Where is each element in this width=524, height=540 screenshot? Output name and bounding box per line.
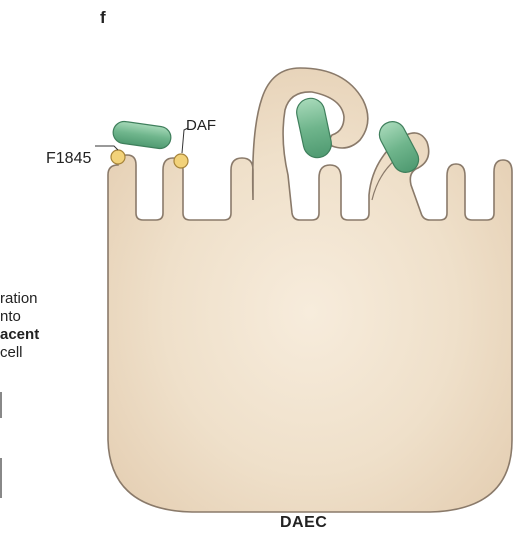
leader-line-f1845 bbox=[95, 146, 118, 150]
edge-mark-2 bbox=[0, 458, 2, 498]
side-text-line-4: cell bbox=[0, 344, 23, 362]
side-text-line-1: ration bbox=[0, 290, 38, 308]
daf-receptor-left bbox=[111, 150, 125, 164]
edge-mark-1 bbox=[0, 392, 2, 418]
daf-receptor-right bbox=[174, 154, 188, 168]
label-f1845: F1845 bbox=[46, 150, 91, 168]
label-daf: DAF bbox=[186, 117, 216, 134]
bacterium-engulfed-1 bbox=[294, 96, 334, 161]
side-text-line-2: nto bbox=[0, 308, 21, 326]
side-text-line-3: acent bbox=[0, 326, 39, 344]
bacterium-surface bbox=[112, 120, 172, 150]
label-daec: DAEC bbox=[280, 514, 327, 532]
